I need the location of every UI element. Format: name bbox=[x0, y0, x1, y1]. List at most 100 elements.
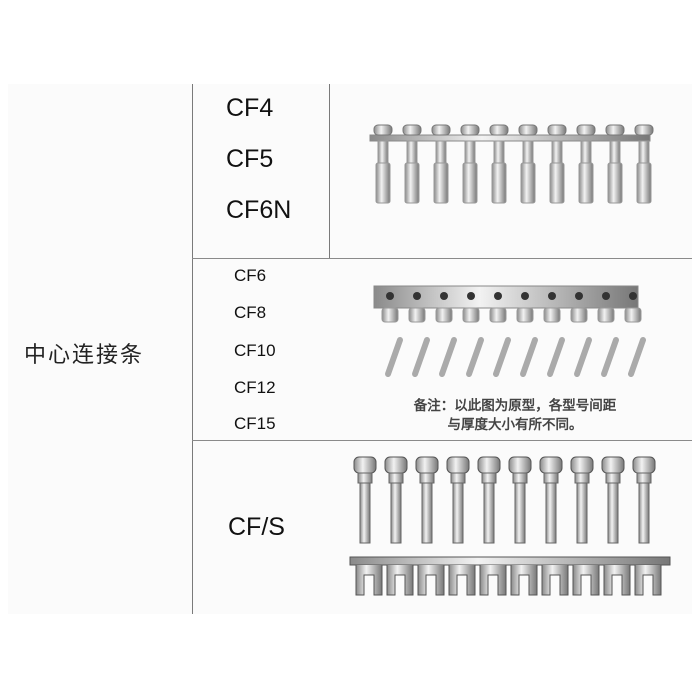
sleeve bbox=[607, 162, 623, 204]
washer bbox=[574, 472, 590, 484]
washer bbox=[543, 472, 559, 484]
model-code: CF8 bbox=[234, 303, 267, 322]
hole bbox=[521, 292, 529, 300]
note-line: 与厚度大小有所不同。 bbox=[447, 417, 583, 432]
clip bbox=[381, 307, 399, 323]
fork-tab bbox=[634, 565, 662, 596]
screw-head bbox=[460, 124, 480, 136]
screw-head bbox=[576, 124, 596, 136]
screw-head bbox=[446, 456, 470, 474]
screw bbox=[601, 337, 619, 377]
model-code: CF6N bbox=[226, 196, 292, 224]
screw bbox=[547, 337, 565, 377]
category-label: 中心连接条 bbox=[24, 342, 145, 367]
note-text: 备注：以此图为原型，各型号间距 与厚度大小有所不同。 bbox=[345, 396, 685, 434]
washer bbox=[481, 472, 497, 484]
connector-bar-image-cfs bbox=[349, 456, 671, 596]
hole bbox=[602, 292, 610, 300]
clip bbox=[462, 307, 480, 323]
model-code: CF15 bbox=[234, 414, 276, 433]
fork-tab bbox=[572, 565, 600, 596]
model-code: CF12 bbox=[234, 378, 276, 397]
sleeve bbox=[549, 162, 565, 204]
connector-bar-image-cf4 bbox=[369, 124, 654, 204]
bar bbox=[373, 285, 639, 309]
screw bbox=[439, 337, 457, 377]
screw-shaft bbox=[452, 482, 464, 544]
screw-head bbox=[402, 124, 422, 136]
hole bbox=[467, 292, 475, 300]
clip bbox=[597, 307, 615, 323]
fork-tab bbox=[541, 565, 569, 596]
screw-head bbox=[508, 456, 532, 474]
screw-head bbox=[384, 456, 408, 474]
screw bbox=[520, 337, 538, 377]
screw bbox=[466, 337, 484, 377]
column-divider bbox=[192, 84, 193, 614]
screw-head bbox=[570, 456, 594, 474]
clip bbox=[408, 307, 426, 323]
washer bbox=[419, 472, 435, 484]
connector-bar-image-cf6 bbox=[373, 285, 646, 377]
screw-head bbox=[415, 456, 439, 474]
pin bbox=[493, 140, 505, 164]
screw-shaft bbox=[576, 482, 588, 544]
fork-tab bbox=[417, 565, 445, 596]
clip bbox=[435, 307, 453, 323]
sleeve bbox=[491, 162, 507, 204]
clip bbox=[516, 307, 534, 323]
screw-head bbox=[518, 124, 538, 136]
screw-shaft bbox=[545, 482, 557, 544]
column-divider bbox=[329, 84, 330, 259]
fork-bar bbox=[349, 556, 671, 566]
screw-head bbox=[605, 124, 625, 136]
sleeve bbox=[375, 162, 391, 204]
hole bbox=[440, 292, 448, 300]
model-code: CF6 bbox=[234, 266, 267, 285]
screw bbox=[493, 337, 511, 377]
model-code: CF10 bbox=[234, 341, 276, 360]
sleeve bbox=[433, 162, 449, 204]
screw-head bbox=[373, 124, 393, 136]
screw-shaft bbox=[483, 482, 495, 544]
hole bbox=[629, 292, 637, 300]
screw-head bbox=[477, 456, 501, 474]
bar bbox=[369, 134, 651, 142]
screw-head bbox=[431, 124, 451, 136]
pin bbox=[638, 140, 650, 164]
clip bbox=[624, 307, 642, 323]
screw-head bbox=[353, 456, 377, 474]
row-divider bbox=[192, 440, 692, 441]
model-code: CF5 bbox=[226, 145, 274, 173]
washer bbox=[388, 472, 404, 484]
pin bbox=[609, 140, 621, 164]
hole bbox=[386, 292, 394, 300]
pin bbox=[464, 140, 476, 164]
screw-head bbox=[601, 456, 625, 474]
washer bbox=[512, 472, 528, 484]
hole bbox=[413, 292, 421, 300]
fork-tab bbox=[448, 565, 476, 596]
screw-shaft bbox=[390, 482, 402, 544]
screw-head bbox=[632, 456, 656, 474]
screw-head bbox=[547, 124, 567, 136]
note-line: 备注：以此图为原型，各型号间距 bbox=[413, 398, 617, 413]
screw bbox=[574, 337, 592, 377]
fork-tab bbox=[386, 565, 414, 596]
pin bbox=[522, 140, 534, 164]
washer bbox=[450, 472, 466, 484]
clip bbox=[489, 307, 507, 323]
pin bbox=[377, 140, 389, 164]
fork-tab bbox=[355, 565, 383, 596]
sleeve bbox=[462, 162, 478, 204]
screw-head bbox=[489, 124, 509, 136]
screw bbox=[628, 337, 646, 377]
fork-tab bbox=[603, 565, 631, 596]
screw-head bbox=[539, 456, 563, 474]
washer bbox=[636, 472, 652, 484]
hole bbox=[575, 292, 583, 300]
sleeve bbox=[404, 162, 420, 204]
screw-shaft bbox=[421, 482, 433, 544]
pin bbox=[406, 140, 418, 164]
washer bbox=[357, 472, 373, 484]
